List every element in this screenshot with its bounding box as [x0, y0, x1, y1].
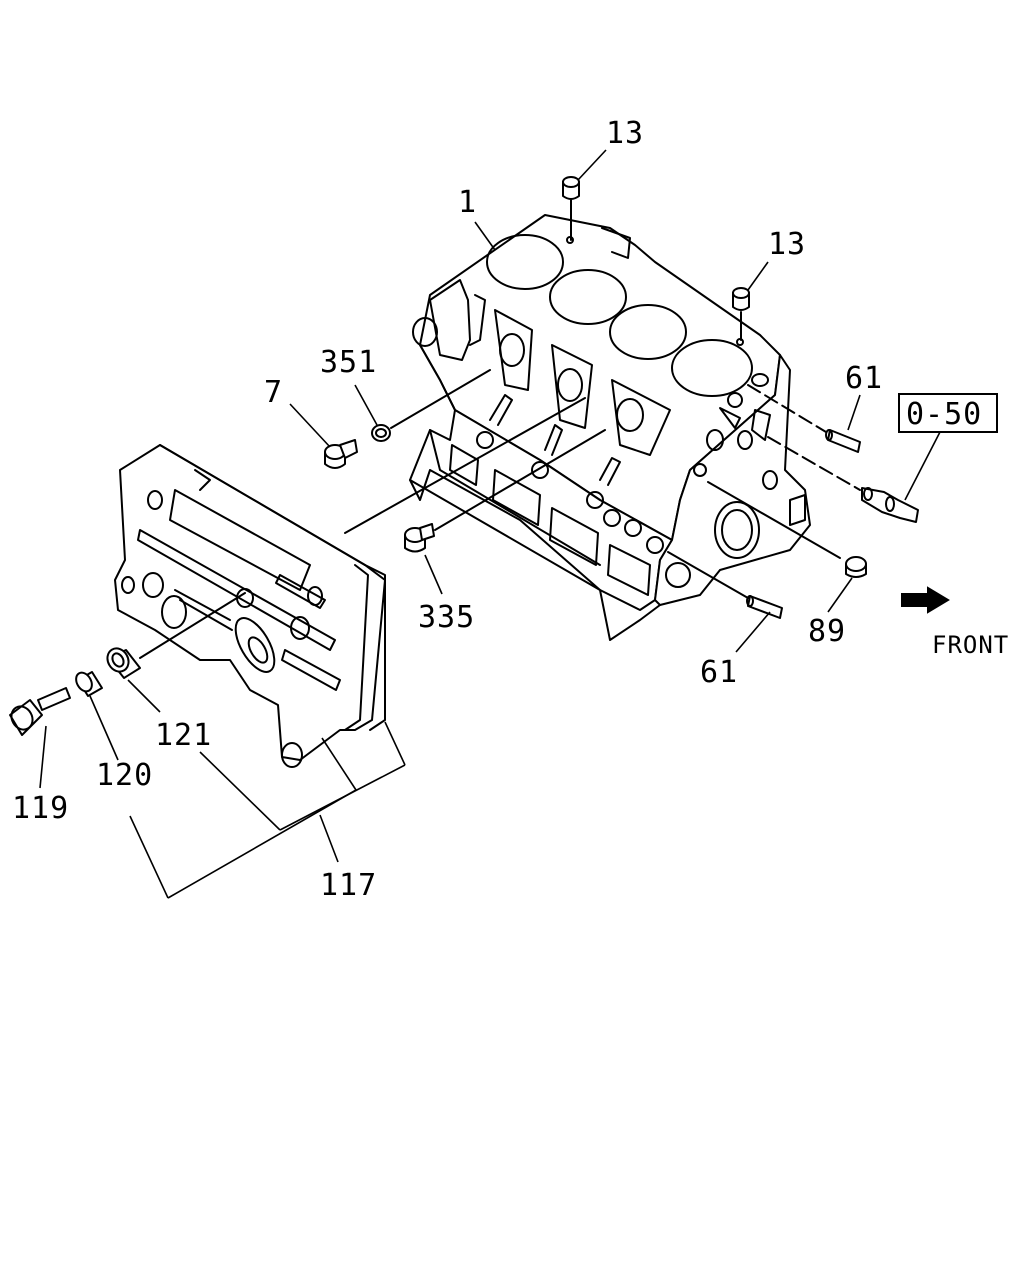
ref-box-label: 0-50	[906, 397, 982, 432]
callout-61-lower: 61	[700, 655, 738, 690]
callout-61-upper: 61	[845, 361, 883, 396]
plug-335	[404, 429, 606, 553]
callout-7: 7	[264, 375, 283, 410]
cover-alignment-line	[344, 397, 586, 534]
callout-351: 351	[320, 345, 377, 380]
callout-89: 89	[808, 614, 846, 649]
dowel-61-lower	[667, 551, 783, 619]
callout-117: 117	[320, 868, 377, 903]
bush-120	[75, 671, 103, 697]
plug-13-top	[562, 176, 580, 241]
plug-89	[707, 481, 867, 578]
front-label: FRONT	[932, 631, 1009, 659]
ref-box-frame	[898, 393, 998, 433]
callout-120: 120	[96, 758, 153, 793]
callout-1: 1	[458, 185, 477, 220]
oil-jet-fitting	[767, 436, 919, 523]
callout-13-top: 13	[606, 116, 644, 151]
washer-351	[371, 369, 491, 442]
callout-119: 119	[12, 791, 69, 826]
callout-121: 121	[155, 718, 212, 753]
plug-7	[324, 439, 358, 469]
bush-121	[106, 592, 246, 679]
front-arrow-icon	[901, 586, 950, 614]
callout-13-right: 13	[768, 227, 806, 262]
callout-335: 335	[418, 600, 475, 635]
cylinder-block	[409, 214, 811, 641]
leader-lines	[39, 149, 941, 899]
bolt-119	[9, 687, 71, 736]
plug-13-right	[732, 287, 750, 341]
dowel-61-upper	[747, 384, 861, 453]
